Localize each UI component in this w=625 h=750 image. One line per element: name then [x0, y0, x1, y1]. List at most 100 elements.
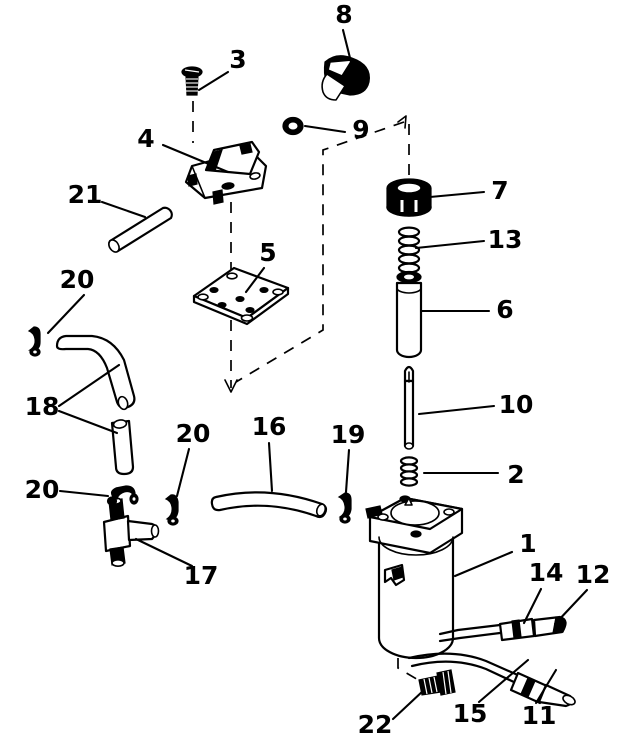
- solenoid-stud-bottom: [212, 189, 224, 205]
- dash-oring-bracket: [235, 121, 405, 383]
- callout-22[interactable]: 22: [358, 710, 393, 739]
- leader-21: [100, 200, 147, 219]
- part-reservoir-body-1: [365, 495, 464, 660]
- tee-stem-bottom-end: [111, 558, 125, 567]
- o-ring-inner: [288, 122, 298, 130]
- hose-18-long-end: [117, 395, 129, 411]
- clamp-20-upper-hole: [33, 350, 37, 354]
- flange-hole-2: [443, 508, 455, 516]
- leader-16: [267, 441, 274, 493]
- reservoir-notch: [404, 497, 413, 506]
- callout-15[interactable]: 15: [453, 699, 488, 728]
- clamp-20-middle: [164, 494, 179, 526]
- callout-8[interactable]: 8: [335, 0, 352, 29]
- leader-5: [244, 266, 266, 294]
- leader-20c: [58, 489, 110, 498]
- callout-6[interactable]: 6: [496, 295, 513, 324]
- callout-21[interactable]: 21: [68, 180, 103, 209]
- callout-14[interactable]: 14: [529, 558, 564, 587]
- leader-22: [391, 688, 426, 721]
- bolt-head-flutes: [442, 670, 452, 695]
- spring-13-coils: [397, 226, 421, 274]
- solenoid-hole-mid: [221, 182, 235, 190]
- part-bushing-7: [386, 178, 432, 217]
- bolt-threads: [423, 676, 438, 695]
- lead-wire-lower-b: [410, 660, 518, 685]
- leader-13: [414, 239, 486, 250]
- flange-hole-4: [410, 530, 422, 538]
- leader-18b: [57, 409, 119, 435]
- bushing-bore: [396, 182, 422, 194]
- sleeve-cap-bore: [404, 274, 414, 280]
- callout-19[interactable]: 19: [331, 420, 366, 449]
- leader-19: [344, 448, 351, 494]
- screw-slot: [184, 69, 200, 73]
- clamp-19-body: [337, 492, 352, 519]
- leader-10: [417, 404, 496, 416]
- tee-arm-right-end: [150, 524, 160, 538]
- callout-3[interactable]: 3: [229, 45, 246, 74]
- leader-14: [522, 587, 543, 625]
- rod-end: [404, 442, 414, 450]
- lead-wire-upper: [438, 623, 502, 636]
- bushing-slot: [400, 200, 418, 212]
- callout-10[interactable]: 10: [499, 390, 534, 419]
- callout-18[interactable]: 18: [25, 392, 60, 421]
- callout-11[interactable]: 11: [522, 701, 557, 730]
- leader-lines: [46, 28, 589, 721]
- elbow-top-face: [327, 59, 353, 77]
- callout-20-upper[interactable]: 20: [60, 265, 95, 294]
- solenoid-terminal: [239, 143, 253, 155]
- callout-13[interactable]: 13: [488, 225, 523, 254]
- callout-20-lower[interactable]: 20: [25, 475, 60, 504]
- reservoir-shoulder: [378, 536, 454, 556]
- leader-18a: [57, 363, 121, 408]
- callout-16[interactable]: 16: [252, 412, 287, 441]
- reservoir-neck-bore: [390, 500, 440, 526]
- callout-2[interactable]: 2: [507, 460, 524, 489]
- part-curved-hose-16: [210, 491, 328, 519]
- hose-18-short-end: [112, 419, 128, 429]
- part-bolt-22: [418, 669, 456, 696]
- connector-band-14: [511, 619, 522, 639]
- solenoid-hole-right: [249, 172, 261, 180]
- part-gasket-plate-5: [192, 266, 290, 326]
- part-tee-fitting-17: [102, 496, 160, 567]
- leader-9: [303, 124, 347, 134]
- dash-arrow-gasket: [224, 379, 238, 393]
- callout-20-middle[interactable]: 20: [176, 419, 211, 448]
- part-screw-3: [181, 66, 203, 96]
- callout-4[interactable]: 4: [137, 124, 154, 153]
- hose-18-short: [110, 419, 135, 476]
- clamp-20-upper-body: [27, 326, 41, 351]
- callout-numbers: 1 2 3 4 5 6 7 8 9 10 11 12 13 14 15 16 1…: [25, 0, 611, 739]
- solenoid-edge-detail: [191, 165, 206, 199]
- clamp-19: [337, 492, 352, 524]
- part-small-spring-2: [399, 456, 419, 487]
- part-hose-pair-18: [55, 334, 136, 476]
- leader-8: [341, 28, 353, 64]
- callout-5[interactable]: 5: [259, 238, 276, 267]
- connector-open-end-11: [562, 694, 576, 706]
- callout-1[interactable]: 1: [519, 529, 536, 558]
- leader-7: [428, 190, 486, 199]
- dash-arrow-oring: [397, 115, 407, 129]
- clamp-20-lower: [106, 485, 139, 506]
- callout-7[interactable]: 7: [491, 176, 508, 205]
- callout-12[interactable]: 12: [576, 560, 611, 589]
- part-cylinder-sleeve-6: [395, 270, 423, 359]
- callout-9[interactable]: 9: [352, 115, 369, 144]
- lead-wire-upper-b: [438, 631, 502, 643]
- lead-wire-lower: [407, 652, 522, 678]
- hose-16-end-right: [315, 503, 327, 517]
- bushing-lower-rim: [386, 206, 432, 217]
- part-elbow-fitting-8: [321, 55, 370, 101]
- hose-16-body: [210, 491, 328, 519]
- solenoid-cap: [205, 149, 223, 172]
- sleeve-body: [395, 281, 423, 359]
- callout-17[interactable]: 17: [184, 561, 219, 590]
- sleeve-top-ring: [396, 287, 422, 294]
- part-solenoid-valve-4: [184, 140, 268, 205]
